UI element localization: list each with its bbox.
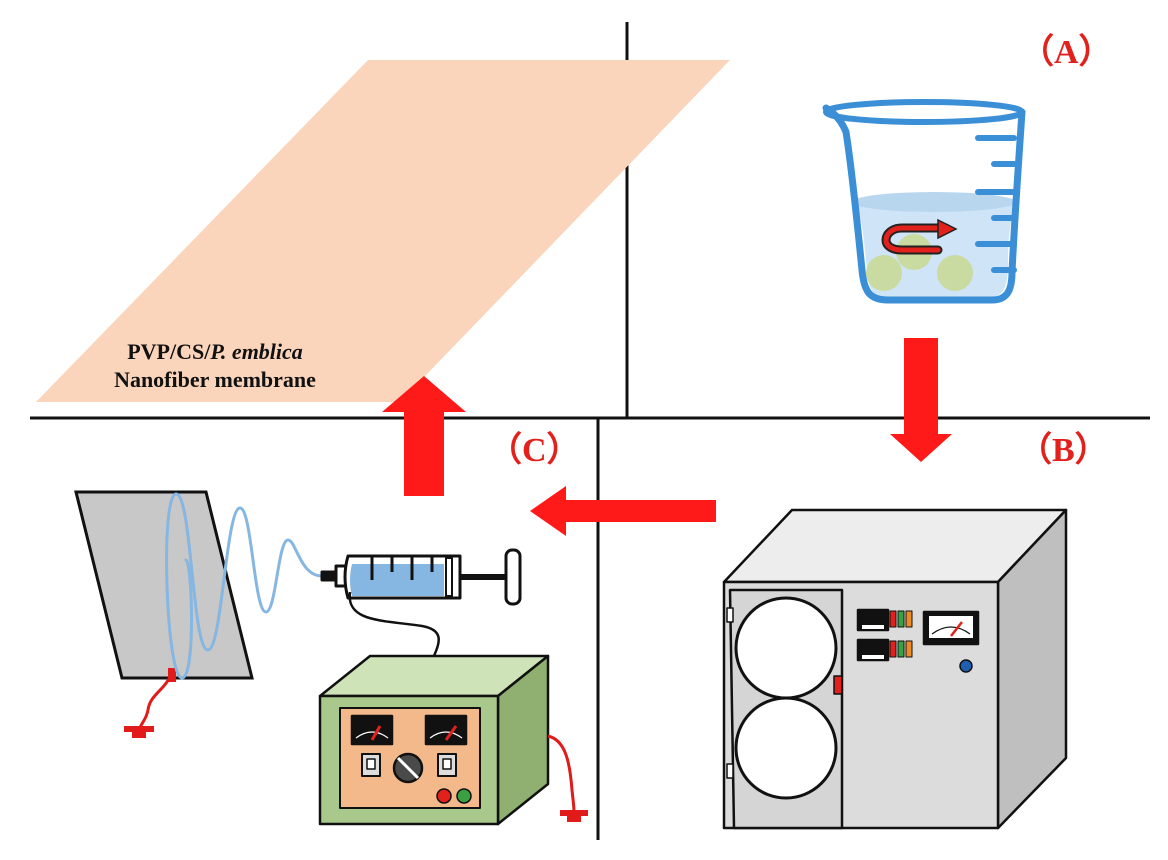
freeze-dryer-icon <box>722 508 1068 830</box>
membrane-caption-line1: PVP/CS/P. emblica <box>60 338 370 366</box>
arrow-c-to-membrane <box>382 376 466 496</box>
panel-label-c: （C） <box>488 432 581 469</box>
particle <box>866 255 902 291</box>
membrane-caption-genus: P. emblica <box>210 339 303 364</box>
particle <box>937 255 973 291</box>
beaker-icon <box>822 99 1026 304</box>
collector-plate-icon <box>74 490 254 680</box>
control-panel <box>856 608 980 673</box>
panel-label-b: （B） <box>1018 432 1109 469</box>
arrow-b-to-c <box>530 486 716 536</box>
syringe-icon <box>320 548 522 606</box>
stirring-arrow-icon <box>881 218 958 255</box>
high-voltage-cable <box>348 591 440 657</box>
panel-label-a: （A） <box>1020 34 1113 71</box>
fiber-jet <box>165 492 324 680</box>
chamber-window <box>734 596 838 700</box>
chamber-window <box>734 696 838 800</box>
nanofiber-membrane-sheet <box>36 60 730 402</box>
ground-icon <box>547 734 588 822</box>
ground-icon <box>124 668 176 738</box>
arrow-a-to-b <box>890 338 952 462</box>
membrane-caption-line2: Nanofiber membrane <box>114 367 316 392</box>
membrane-caption-prefix: PVP/CS/ <box>127 339 211 364</box>
power-supply-icon <box>318 654 550 826</box>
